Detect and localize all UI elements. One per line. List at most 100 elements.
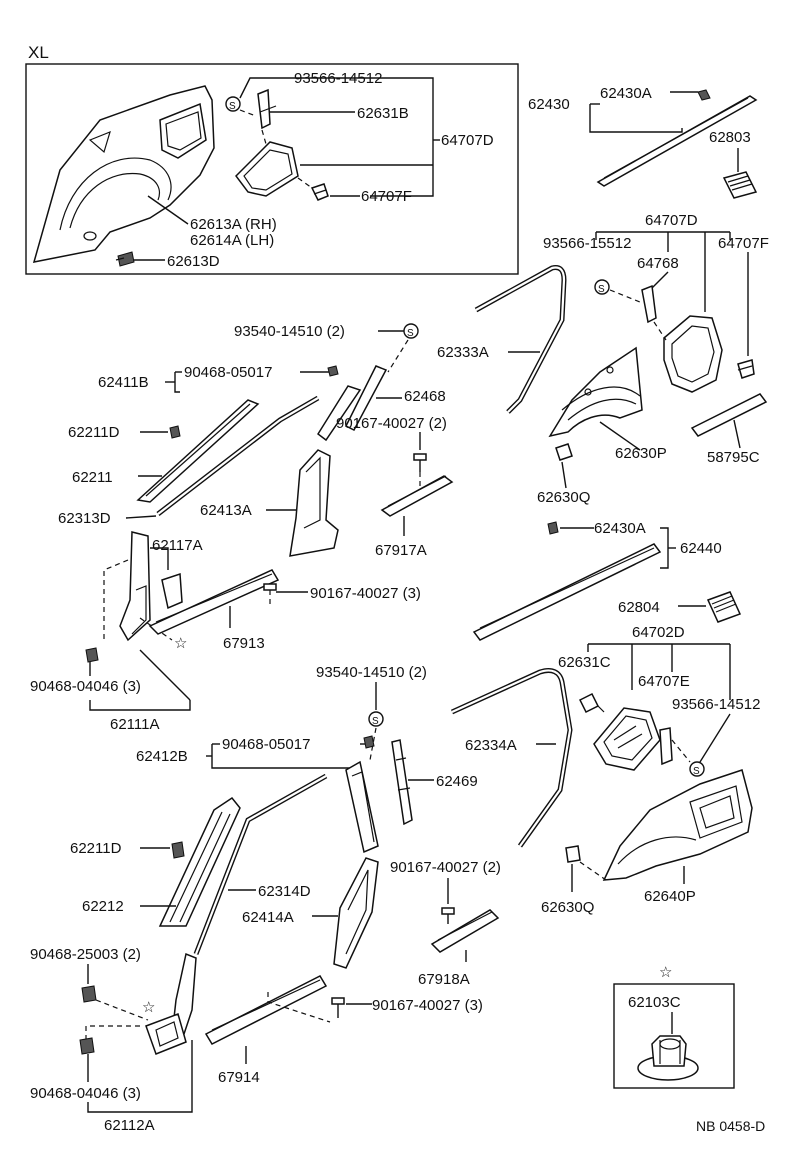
scuff-67914	[204, 975, 328, 1045]
label-62631B: 62631B	[357, 105, 409, 122]
label-93540-14510-a: 93540-14510 (2)	[234, 323, 345, 340]
xl-inset-box: XL S	[25, 43, 519, 275]
cover-64707D-panel	[235, 141, 299, 197]
label-67918A: 67918A	[418, 971, 470, 988]
svg-text:S: S	[407, 328, 414, 339]
weatherstrip-62333A	[474, 265, 567, 414]
star-c: ☆	[659, 964, 672, 981]
bracket-64768	[641, 284, 657, 324]
s-marker-c: S	[403, 323, 419, 339]
label-64768: 64768	[637, 255, 679, 272]
svg-text:☆: ☆	[659, 964, 672, 981]
label-62313D: 62313D	[58, 510, 111, 527]
cover-64707D-right	[663, 315, 723, 393]
clip-90468-04046-a	[85, 647, 99, 663]
pillar-62111A	[119, 531, 151, 642]
label-62111A: 62111A	[110, 716, 160, 733]
clip-64707F-a	[310, 183, 329, 201]
label-62334A: 62334A	[465, 737, 517, 754]
label-90468-25003: 90468-25003 (2)	[30, 946, 141, 963]
pillar-62414A	[333, 857, 379, 969]
label-62613A: 62613A (RH)	[190, 216, 277, 233]
screw-90167-40027-a	[413, 453, 427, 472]
pillar-upper-lower	[345, 760, 379, 854]
pillar-cover-62469	[391, 739, 413, 826]
clip-90468-25003	[81, 985, 97, 1003]
svg-text:S: S	[693, 766, 700, 777]
quarter-trim-62630P	[548, 346, 643, 438]
pad-62804	[706, 591, 742, 623]
scuff-67913	[148, 569, 280, 635]
clip-62630Q-b	[565, 845, 581, 863]
svg-text:☆: ☆	[174, 635, 187, 652]
screw-90167-40027-d	[331, 997, 345, 1018]
label-64707D-b: 64707D	[645, 212, 698, 229]
label-93566-14512-a: 93566-14512	[294, 70, 382, 87]
clip-62613D	[115, 251, 135, 267]
strip-62440	[472, 543, 662, 641]
label-62468: 62468	[404, 388, 446, 405]
label-62613D: 62613D	[167, 253, 220, 270]
pillar-cover-62468	[316, 365, 388, 442]
label-58795C: 58795C	[707, 449, 760, 466]
clip-90468-05017-b	[363, 735, 375, 749]
bracket-62631B	[257, 88, 277, 130]
label-90468-04046-b: 90468-04046 (3)	[30, 1085, 141, 1102]
garnish-62212	[158, 796, 241, 927]
svg-text:☆: ☆	[142, 999, 155, 1016]
label-90468-04046-a: 90468-04046 (3)	[30, 678, 141, 695]
pad-62803	[722, 171, 758, 199]
label-62103C: 62103C	[628, 994, 681, 1011]
label-90167-40027-2b: 90167-40027 (2)	[390, 859, 501, 876]
quarter-trim-62640P	[602, 769, 753, 881]
label-62411B: 62411B	[98, 374, 149, 391]
weatherstrip-62314D	[193, 773, 328, 955]
footer-code: NB 0458-D	[696, 1118, 765, 1134]
label-62631C: 62631C	[558, 654, 611, 671]
label-62430A-a: 62430A	[600, 85, 652, 102]
label-62211D-a: 62211D	[68, 424, 120, 441]
clip-90468-05017-a	[327, 365, 339, 377]
label-62430: 62430	[528, 96, 570, 113]
label-64702D: 64702D	[632, 624, 685, 641]
label-62112A: 62112A	[104, 1117, 155, 1134]
label-62440: 62440	[680, 540, 722, 557]
weatherstrip-62334A	[450, 667, 573, 848]
label-64707F-a: 64707F	[361, 188, 412, 205]
label-62630Q-a: 62630Q	[537, 489, 590, 506]
star-a: ☆	[174, 635, 187, 652]
label-62804: 62804	[618, 599, 660, 616]
nut-62103C	[637, 1035, 699, 1081]
bracket-62117A	[161, 572, 183, 610]
label-64707E: 64707E	[638, 673, 690, 690]
pillar-62112A	[145, 952, 197, 1055]
label-67917A: 67917A	[375, 542, 427, 559]
label-90468-05017-a: 90468-05017	[184, 364, 272, 381]
pillar-62413A	[289, 449, 339, 557]
label-62211: 62211	[72, 469, 113, 486]
xl-leaders	[134, 77, 440, 261]
weatherstrip-62313D	[156, 395, 320, 516]
scuff-67917A	[380, 475, 454, 517]
s-marker-b: S	[594, 279, 610, 295]
s-marker-d: S	[689, 761, 705, 777]
label-62640P: 62640P	[644, 888, 696, 905]
label-90468-05017-b: 90468-05017	[222, 736, 310, 753]
label-62630Q-b: 62630Q	[541, 899, 594, 916]
label-62430A-b: 62430A	[594, 520, 646, 537]
label-93566-14512-b: 93566-14512	[672, 696, 760, 713]
label-67913: 67913	[223, 635, 265, 652]
svg-text:S: S	[598, 284, 605, 295]
label-62414A: 62414A	[242, 909, 294, 926]
clip-62430A-b	[547, 521, 559, 535]
label-62333A: 62333A	[437, 344, 489, 361]
strip-62430	[596, 95, 758, 187]
clip-90468-04046-b	[79, 1037, 95, 1055]
screw-90167-40027-b	[263, 583, 277, 591]
garnish-62211	[136, 399, 260, 503]
label-64707F-b: 64707F	[718, 235, 769, 252]
label-64707D-a: 64707D	[441, 132, 494, 149]
clip-62630Q-a	[555, 443, 573, 461]
